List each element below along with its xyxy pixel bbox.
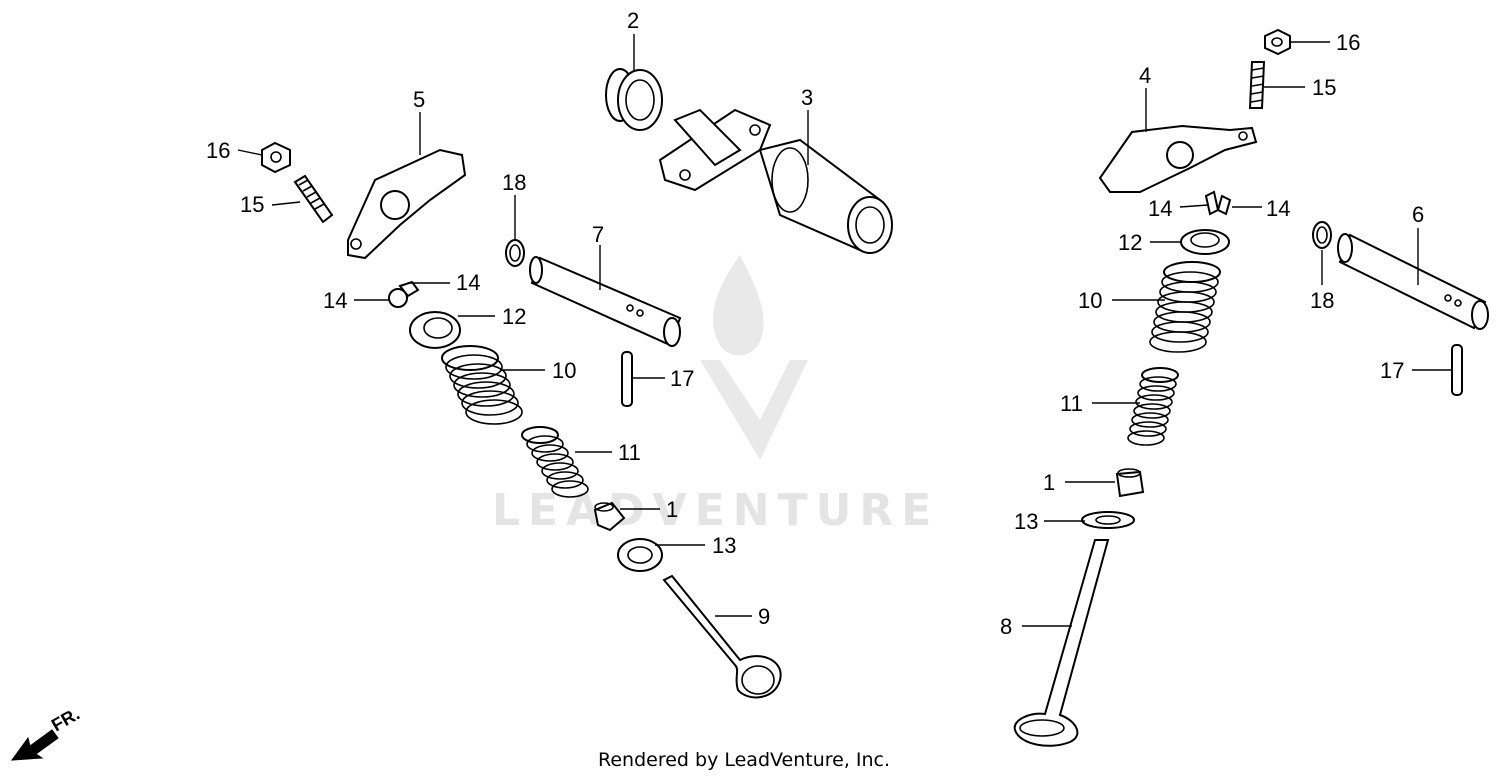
inner-spring-left-part (521, 426, 589, 498)
callout-right-4: 4 (1139, 63, 1151, 88)
adjuster-screw-right-part (1248, 61, 1266, 109)
callout-right-10: 10 (1078, 288, 1102, 313)
callout-right-16: 16 (1336, 30, 1360, 55)
front-label: FR. (48, 704, 83, 736)
callout-left-10: 10 (552, 358, 576, 383)
adjuster-nut-right-part (1264, 28, 1291, 56)
spring-retainer-right-part (1180, 229, 1230, 255)
callout-left-17: 17 (670, 366, 694, 391)
callout-top-3: 3 (801, 85, 813, 110)
camshaft-seal-part (605, 68, 663, 131)
valve-right-part (1013, 539, 1110, 747)
rocker-shaft-left-part (529, 256, 682, 347)
callout-left-7: 7 (592, 222, 604, 247)
valve-cotter-right-part (1204, 190, 1232, 216)
callout-right-18: 18 (1310, 288, 1334, 313)
stem-seal-right-part (1115, 468, 1145, 498)
callout-right-1: 1 (1043, 470, 1055, 495)
stem-seal-left-part (593, 501, 626, 532)
leader-lines (237, 34, 1452, 627)
callout-right-14a: 14 (1148, 196, 1172, 221)
callout-left-16: 16 (206, 138, 230, 163)
footer-credit: Rendered by LeadVenture, Inc. (598, 749, 890, 771)
callout-right-6: 6 (1412, 202, 1424, 227)
callout-top-2: 2 (627, 8, 639, 33)
callout-right-11: 11 (1060, 391, 1083, 416)
dowel-pin-right-part (1451, 344, 1463, 396)
washer-right-part (1312, 221, 1332, 249)
spring-seat-right-part (1081, 511, 1135, 529)
spring-retainer-left-part (409, 311, 461, 349)
camshaft-part (658, 108, 893, 254)
dowel-pin-left-part (621, 351, 633, 407)
front-arrow-icon: FR. (10, 704, 83, 761)
callout-left-1: 1 (666, 497, 678, 522)
washer-left-part (505, 239, 525, 267)
callout-left-14b: 14 (323, 288, 347, 313)
rocker-arm-left-part (347, 148, 467, 260)
callout-right-8: 8 (1000, 614, 1012, 639)
callout-right-17: 17 (1380, 358, 1404, 383)
valve-left-part (662, 574, 782, 699)
callout-left-11: 11 (618, 440, 641, 465)
callout-left-12: 12 (502, 304, 526, 329)
callout-left-13: 13 (712, 533, 736, 558)
spring-seat-left-part (617, 538, 663, 572)
callout-labels: 16 15 5 18 7 14 14 12 10 17 11 1 13 9 2 … (206, 8, 1424, 639)
rocker-arm-right-part (1098, 124, 1258, 193)
callout-left-14a: 14 (456, 270, 480, 295)
callout-left-9: 9 (758, 604, 770, 629)
outer-spring-left-part (441, 345, 523, 425)
adjuster-nut-left-part (261, 141, 291, 174)
callout-right-15: 15 (1312, 75, 1336, 100)
adjuster-screw-left-part (293, 174, 334, 224)
callout-right-14b: 14 (1266, 196, 1290, 221)
callout-right-13: 13 (1014, 509, 1038, 534)
callout-left-15: 15 (240, 192, 264, 217)
inner-spring-right-part (1127, 367, 1179, 446)
callout-left-18: 18 (502, 170, 526, 195)
callout-left-5: 5 (413, 87, 425, 112)
callout-right-12: 12 (1118, 230, 1142, 255)
rocker-shaft-right-part (1337, 233, 1489, 330)
watermark-logo: LEADVENTURE (492, 255, 939, 536)
valve-cotter-left-part (388, 280, 420, 308)
outer-spring-right-part (1149, 261, 1221, 353)
watermark-text: LEADVENTURE (492, 485, 939, 536)
